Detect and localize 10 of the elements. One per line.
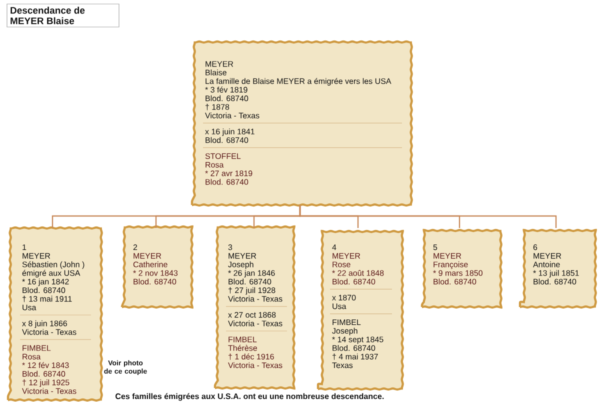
connector-line: [299, 205, 557, 228]
parchment-card: MEYER Blaise La famille de Blaise MEYER a émigrée vers les USA * 3 fév 1819 Blod. 68740 † 1878 Victoria - Texas x 16 juin 1841 Blod. 68740 STOFFEL Rosa * 27 avr 1819 Blod. 68740: [190, 40, 413, 207]
parchment-card: 5 MEYER Françoise * 9 mars 1850 Blod. 68740: [420, 228, 502, 309]
parchment-card: 4 MEYER Rose * 22 août 1848 Blod. 68740 x 1870 Usa FIMBEL Joseph * 14 sept 1845 Blod. 68740 † 4 mai 1937 Texas: [316, 230, 404, 391]
footnote-text: Ces familles émigrées aux U.S.A. ont eu une nombreuse descendance.: [116, 393, 384, 401]
parchment-card: 2 MEYER Catherine * 2 nov 1843 Blod. 68740: [120, 225, 194, 309]
title: Descendance de MEYER Blaise: [6, 4, 120, 28]
parchment-card: 3 MEYER Joseph * 26 jan 1846 Blod. 68740 † 27 juil 1928 Victoria - Texas x 27 oct 1868 Victoria - Texas FIMBEL Thérèse † 1 déc 1916 Victoria - Texas: [214, 225, 296, 390]
parchment-card: 1 MEYER Sébastien (John ) émigré aux USA * 16 jan 1842 Blod. 68740 † 13 mai 1911 Usa x 8 juin 1866 Victoria - Texas FIMBEL Rosa * 12 fév 1843 Blod. 68740 † 12 juil 1925 Victoria - Texas: [6, 226, 103, 402]
parchment-card: 6 MEYER Antoine * 13 juil 1851 Blod. 68740: [518, 228, 597, 309]
